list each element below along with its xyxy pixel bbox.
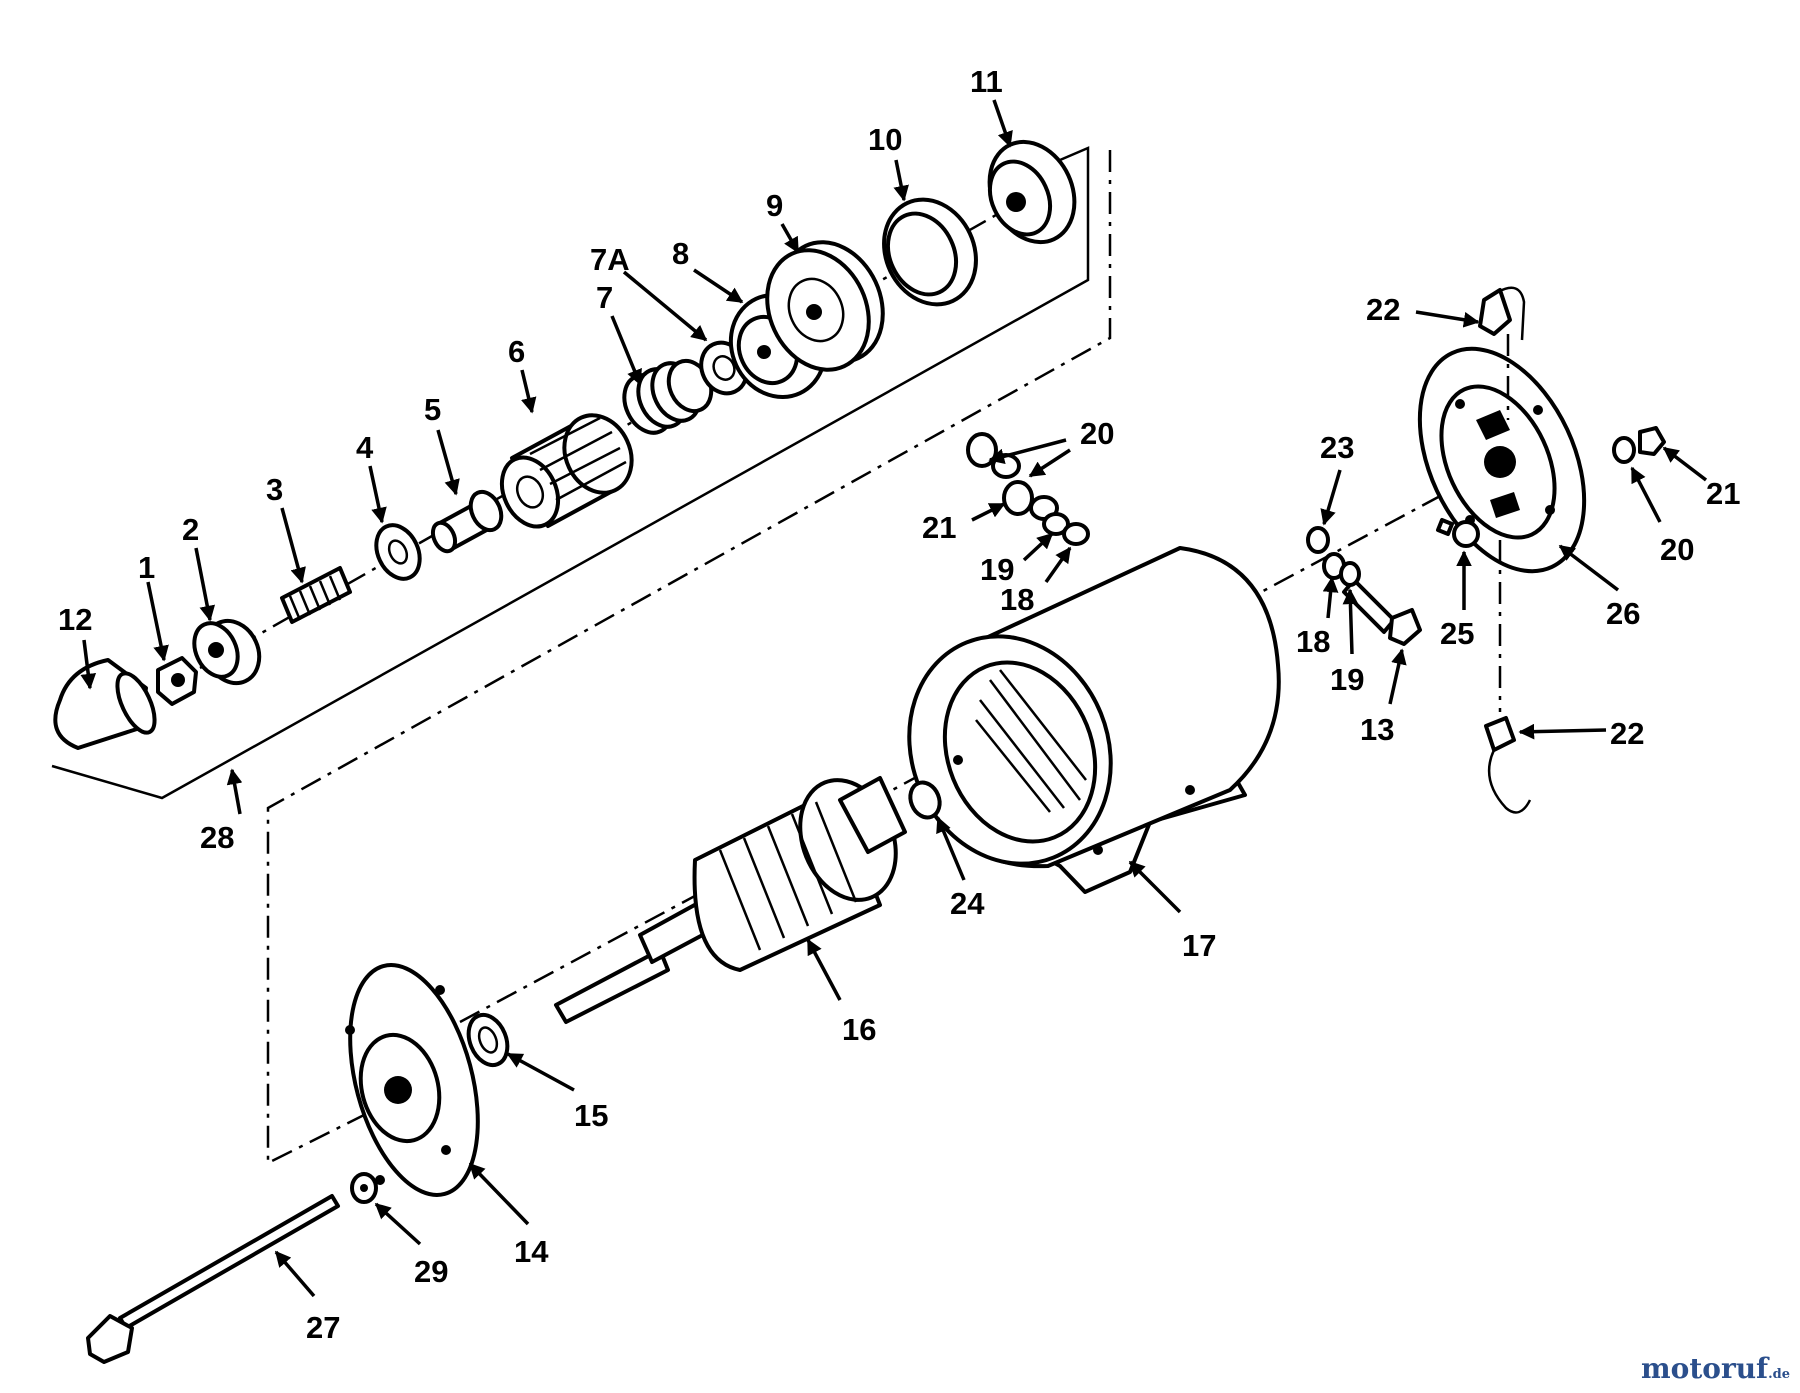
label-22-bottom: 22 — [1610, 716, 1644, 751]
label-13: 13 — [1360, 712, 1394, 747]
label-20-center: 20 — [1080, 416, 1114, 451]
watermark-tld: .de — [1768, 1367, 1790, 1382]
part-16-armature — [554, 776, 907, 1024]
label-5: 5 — [424, 392, 441, 427]
label-2: 2 — [182, 512, 199, 547]
watermark-logo: motoruf.de — [1641, 1352, 1790, 1385]
leader-arrows — [80, 99, 1708, 1298]
label-26: 26 — [1606, 596, 1640, 631]
label-14: 14 — [514, 1234, 549, 1269]
part-22-brush-bottom — [1484, 540, 1532, 814]
part-1-nut — [156, 656, 198, 706]
part-18-washer-center — [1062, 522, 1090, 546]
label-15: 15 — [574, 1098, 608, 1133]
part-4-washer — [374, 523, 422, 581]
watermark-brand: motoruf — [1641, 1352, 1769, 1385]
part-24-washer — [908, 780, 942, 820]
part-10-ring — [882, 197, 978, 307]
label-17: 17 — [1182, 928, 1216, 963]
part-14-drive-end-plate — [345, 963, 480, 1197]
label-25: 25 — [1440, 616, 1474, 651]
label-23: 23 — [1320, 430, 1354, 465]
label-6: 6 — [508, 334, 525, 369]
label-28: 28 — [200, 820, 234, 855]
part-9-gear — [765, 240, 885, 372]
label-7: 7 — [596, 280, 613, 315]
label-3: 3 — [266, 472, 283, 507]
part-19-lockwasher-center — [1042, 512, 1070, 536]
part-29-washer — [350, 1172, 378, 1204]
label-18-center: 18 — [1000, 582, 1034, 617]
label-24: 24 — [950, 886, 985, 921]
part-12-drive-cap — [53, 658, 157, 750]
part-27-through-bolt — [86, 1194, 340, 1364]
label-4: 4 — [356, 430, 374, 465]
label-12: 12 — [58, 602, 92, 637]
part-23-insulator — [1306, 526, 1330, 554]
label-29: 29 — [414, 1254, 448, 1289]
part-20-washer-right — [1612, 436, 1636, 464]
label-9: 9 — [766, 188, 783, 223]
part-7-spring — [622, 358, 714, 435]
label-19-center: 19 — [980, 552, 1014, 587]
part-26-commutator-end-plate — [1417, 346, 1587, 574]
part-3-spring — [280, 566, 352, 624]
part-5-bushing — [430, 489, 504, 554]
label-21-right: 21 — [1706, 476, 1740, 511]
label-27: 27 — [306, 1310, 340, 1345]
part-21-nut-right — [1638, 426, 1666, 456]
label-7a: 7A — [590, 242, 630, 277]
part-25-insulator — [1436, 518, 1480, 548]
label-20-right: 20 — [1660, 532, 1694, 567]
part-15-washer — [466, 1012, 510, 1068]
part-19-lockwasher-right — [1339, 561, 1361, 587]
label-10: 10 — [868, 122, 902, 157]
part-17-motor-frame — [907, 546, 1281, 894]
label-21-center: 21 — [922, 510, 956, 545]
label-19-right: 19 — [1330, 662, 1364, 697]
part-11-end-cup — [987, 139, 1077, 245]
label-1: 1 — [138, 550, 155, 585]
part-13-terminal-bolt — [1342, 578, 1422, 646]
part-6-pinion-gear — [499, 413, 634, 529]
label-22-top: 22 — [1366, 292, 1400, 327]
label-8: 8 — [672, 236, 689, 271]
part-22-brush-top — [1478, 286, 1526, 420]
label-11: 11 — [970, 64, 1003, 99]
part-2-collar — [192, 618, 262, 686]
callout-labels: 12 1 2 3 4 5 6 7 7A 8 9 10 11 28 20 21 1… — [58, 64, 1740, 1345]
label-16: 16 — [842, 1012, 876, 1047]
label-18-right: 18 — [1296, 624, 1330, 659]
